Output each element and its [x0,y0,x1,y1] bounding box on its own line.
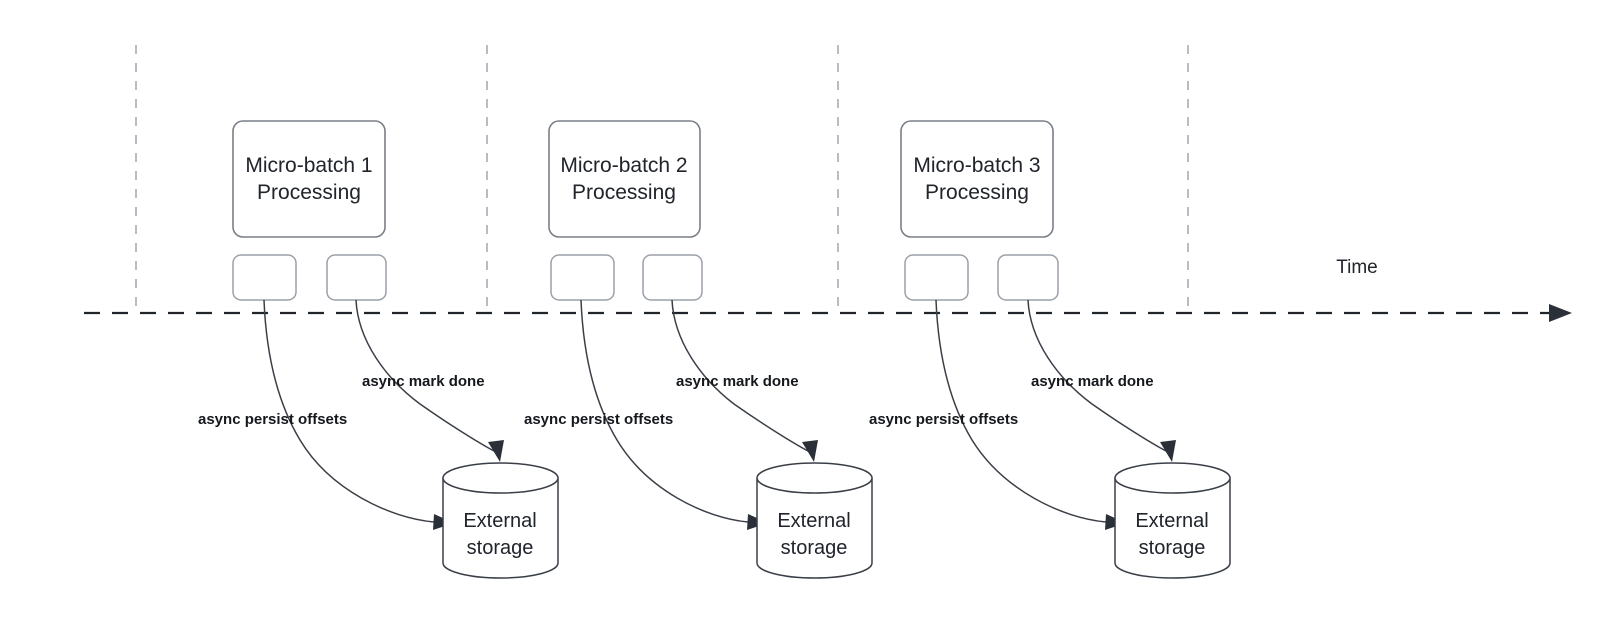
external-storage-3-body [1114,478,1231,579]
micro-batch-2-mark-done-label: async mark done [676,373,799,390]
time-axis-label: Time [1336,257,1378,278]
time-axis-arrowhead [1549,304,1572,322]
micro-batch-2-persist-offsets-label: async persist offsets [524,411,673,428]
micro-batch-group-3: Micro-batch 3 Processing async persist o… [869,120,1231,579]
micro-batch-1-label-line2: Processing [257,181,361,204]
micro-batch-3-mark-done-edge [1027,299,1169,453]
micro-batch-2-mark-done-task-box[interactable] [642,254,703,301]
micro-batch-3-label-line2: Processing [925,181,1029,204]
micro-batch-1-mark-done-task-box[interactable] [326,254,387,301]
micro-batch-3-persist-offsets-edge [935,299,1107,523]
external-storage-2-label-line1: External [777,510,850,532]
micro-batch-1-mark-done-label: async mark done [362,373,485,390]
micro-batch-2-box[interactable] [548,120,701,238]
micro-batch-1-mark-done-edge [355,299,497,453]
micro-batch-2-mark-done-arrowhead [802,440,818,462]
external-storage-3-label-line1: External [1135,510,1208,532]
tick-line-group [135,45,1189,313]
micro-batch-2-label-line1: Micro-batch 2 [560,154,687,177]
micro-batch-3-persist-task-box[interactable] [904,254,969,301]
micro-batch-1-persist-offsets-label: async persist offsets [198,411,347,428]
micro-batch-3-box[interactable] [900,120,1054,238]
external-storage-2-top [756,462,873,494]
micro-batch-3-mark-done-task-box[interactable] [997,254,1059,301]
micro-batch-1-persist-offsets-edge [263,299,435,523]
external-storage-2-body [756,478,873,579]
external-storage-1-label-line2: storage [467,537,534,559]
micro-batch-1-mark-done-arrowhead [488,440,504,462]
micro-batch-1-label-line1: Micro-batch 1 [245,154,372,177]
micro-batch-3-label-line1: Micro-batch 3 [913,154,1040,177]
micro-batch-group-1: Micro-batch 1 Processing async persist o… [198,120,559,579]
micro-batch-2-label-line2: Processing [572,181,676,204]
time-axis: Time [84,257,1572,322]
micro-batch-2-persist-offsets-edge [580,299,749,523]
micro-batch-1-box[interactable] [232,120,386,238]
external-storage-3-top [1114,462,1231,494]
micro-batch-3-mark-done-arrowhead [1160,440,1176,462]
external-storage-1-top [442,462,559,494]
external-storage-2-label-line2: storage [781,537,848,559]
micro-batch-3-mark-done-label: async mark done [1031,373,1154,390]
micro-batch-2-persist-task-box[interactable] [550,254,615,301]
micro-batch-3-persist-offsets-label: async persist offsets [869,411,1018,428]
micro-batch-1-persist-task-box[interactable] [232,254,297,301]
external-storage-3-label-line2: storage [1139,537,1206,559]
external-storage-1-label-line1: External [463,510,536,532]
micro-batch-2-mark-done-edge [671,299,811,453]
external-storage-1-body [442,478,559,579]
micro-batch-group-2: Micro-batch 2 Processing async persist o… [524,120,873,579]
